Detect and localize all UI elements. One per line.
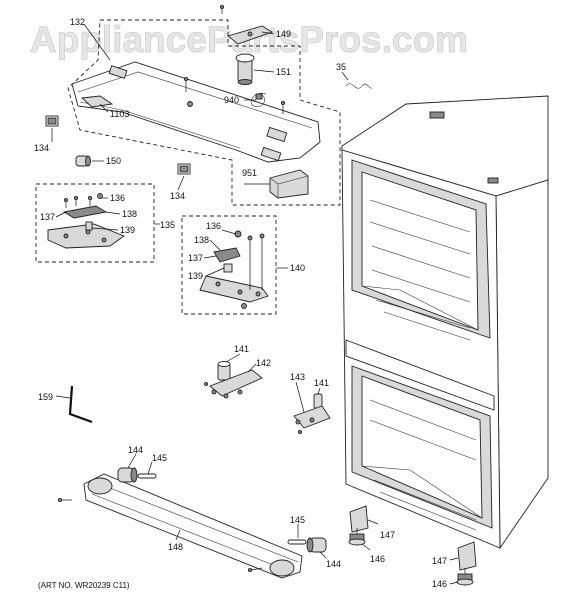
left-hinge-parts (47, 193, 125, 249)
callout-145-left: 145 (152, 453, 167, 463)
leveling-leg-146-a (348, 528, 366, 546)
callout-159: 159 (38, 392, 53, 402)
callout-147-a: 147 (380, 530, 395, 540)
right-hinge-parts (199, 230, 269, 309)
callout-136-right: 136 (206, 221, 221, 231)
callout-148: 148 (168, 542, 183, 552)
callout-144-right: 144 (326, 559, 341, 569)
callout-940: 940 (224, 95, 239, 105)
axle-145-left (137, 473, 157, 479)
leader-lines (51, 23, 459, 585)
hinge-bracket-143 (293, 393, 331, 435)
callout-134-center: 134 (170, 191, 185, 201)
wire-harness-940 (250, 92, 267, 108)
callout-951: 951 (242, 168, 257, 178)
callout-149: 149 (276, 29, 291, 39)
callout-labels: 132 149 151 35 940 1103 134 150 951 134 … (34, 17, 447, 589)
callout-137-right: 137 (188, 253, 203, 263)
callout-138-left: 138 (122, 209, 137, 219)
callout-135: 135 (160, 220, 175, 230)
toe-grille-148 (57, 473, 303, 579)
roller-144-left (117, 467, 138, 483)
trim-tape-134-left (45, 115, 59, 127)
screw-top (219, 4, 225, 14)
callout-137-left: 137 (40, 212, 55, 222)
leveling-bracket-147-a (349, 505, 369, 533)
leveling-bracket-147-b (457, 541, 477, 571)
hinge-bushing-151 (235, 53, 255, 85)
refrigerator-cabinet (341, 95, 549, 550)
callout-145-right: 145 (290, 515, 305, 525)
callout-134-left: 134 (34, 143, 49, 153)
callout-141-left: 141 (234, 344, 249, 354)
callout-150: 150 (106, 156, 121, 166)
screws-center (183, 76, 286, 114)
callout-136-left: 136 (110, 193, 125, 203)
top-cover-dashed-outline (67, 19, 341, 206)
callout-141-right: 141 (314, 378, 329, 388)
callout-35: 35 (336, 62, 346, 72)
callout-142: 142 (256, 358, 271, 368)
callout-138-right: 138 (194, 235, 209, 245)
leveling-leg-146-b (456, 568, 474, 586)
hinge-bracket-142 (203, 361, 263, 399)
allen-wrench-159 (68, 385, 93, 424)
right-hinge-assembly-box (181, 215, 277, 315)
callout-146-a: 146 (370, 554, 385, 564)
callout-139-left: 139 (120, 225, 135, 235)
trim-tape-134-center (177, 163, 191, 175)
callout-143: 143 (290, 372, 305, 382)
callout-1103: 1103 (110, 109, 129, 119)
left-hinge-assembly-box (35, 183, 155, 263)
callout-132: 132 (70, 17, 85, 27)
insulation-block-951 (269, 169, 309, 199)
callout-151: 151 (276, 67, 291, 77)
ground-wire-35 (345, 83, 373, 89)
callout-146-b: 146 (432, 579, 447, 589)
axle-145-right (287, 539, 307, 545)
hinge-plug-150 (75, 155, 91, 167)
hinge-bracket-149 (227, 25, 274, 45)
callout-140: 140 (290, 263, 305, 273)
roller-144-right (306, 537, 327, 553)
callout-144-left: 144 (128, 445, 143, 455)
art-number: (ART NO. WR20239 C11) (38, 581, 130, 590)
callout-139-right: 139 (188, 271, 203, 281)
insulation-strip (80, 95, 114, 108)
callout-147-b: 147 (432, 556, 447, 566)
